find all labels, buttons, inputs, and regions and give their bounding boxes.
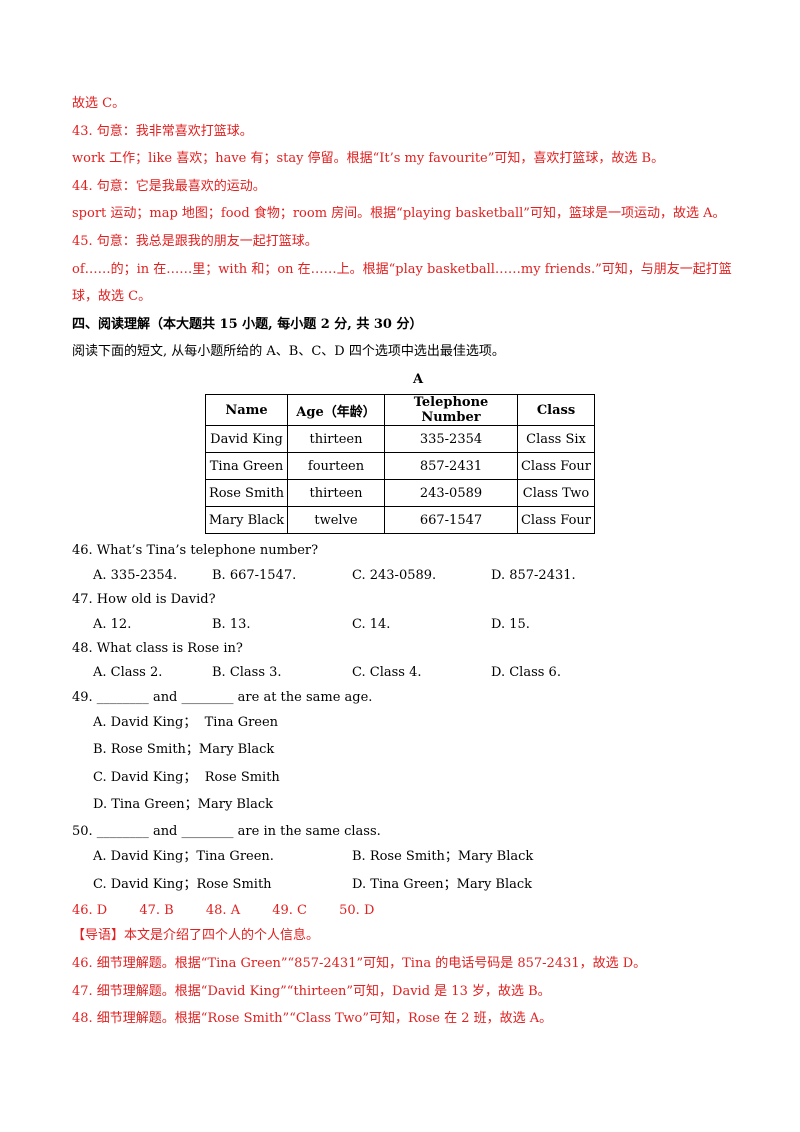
q49-stem: 49. ________ and ________ are at the sam… <box>72 690 373 705</box>
answer-47: 47. B <box>139 903 174 918</box>
explanation-47: 47. 细节理解题。根据“David King”“thirteen”可知，Dav… <box>72 984 551 999</box>
table-header-row: Name Age（年龄） Telephone Number Class <box>205 394 595 426</box>
q50-option-c[interactable]: C. David King；Rose Smith <box>93 877 272 892</box>
table-row: Tina Green fourteen 857-2431 Class Four <box>205 452 595 480</box>
section-instruction: 阅读下面的短文, 从每小题所给的 A、B、C、D 四个选项中选出最佳选项。 <box>72 344 505 359</box>
q45-explanation: 45. 句意：我总是跟我的朋友一起打篮球。 <box>72 234 318 249</box>
answer-49: 49. C <box>272 903 307 918</box>
q50-option-a[interactable]: A. David King；Tina Green. <box>93 849 274 864</box>
table-row: Rose Smith thirteen 243-0589 Class Two <box>205 479 595 507</box>
cell-name: Rose Smith <box>205 479 288 507</box>
cell-age: fourteen <box>287 452 385 480</box>
guide-text: 【导语】本文是介绍了四个人的个人信息。 <box>72 928 320 943</box>
q48-option-b[interactable]: B. Class 3. <box>212 665 282 680</box>
section-title: 四、阅读理解（本大题共 15 小题, 每小题 2 分, 共 30 分） <box>72 317 423 332</box>
table-row: David King thirteen 335-2354 Class Six <box>205 425 595 453</box>
q47-option-b[interactable]: B. 13. <box>212 617 251 632</box>
q48-option-c[interactable]: C. Class 4. <box>352 665 422 680</box>
q46-option-a[interactable]: A. 335-2354. <box>93 568 178 583</box>
cell-telephone: 667-1547 <box>384 506 518 534</box>
q45-detail-2: 球，故选 C。 <box>72 289 152 304</box>
answer-48: 48. A <box>205 903 241 918</box>
q46-option-c[interactable]: C. 243-0589. <box>352 568 437 583</box>
q49-option-a[interactable]: A. David King； Tina Green <box>93 715 279 730</box>
explanation-48: 48. 细节理解题。根据“Rose Smith”“Class Two”可知，Ro… <box>72 1011 553 1026</box>
q49-option-d[interactable]: D. Tina Green；Mary Black <box>93 797 274 812</box>
table-row: Mary Black twelve 667-1547 Class Four <box>205 506 595 534</box>
header-name: Name <box>205 394 288 426</box>
q48-option-a[interactable]: A. Class 2. <box>93 665 163 680</box>
header-class: Class <box>517 394 595 426</box>
q43-explanation: 43. 句意：我非常喜欢打篮球。 <box>72 124 253 139</box>
q48-stem: 48. What class is Rose in? <box>72 641 243 656</box>
q46-option-d[interactable]: D. 857-2431. <box>491 568 576 583</box>
answer-46: 46. D <box>72 903 108 918</box>
q44-explanation: 44. 句意：它是我最喜欢的运动。 <box>72 179 266 194</box>
cell-telephone: 335-2354 <box>384 425 518 453</box>
cell-class: Class Six <box>517 425 595 453</box>
cell-telephone: 857-2431 <box>384 452 518 480</box>
cell-age: thirteen <box>287 425 385 453</box>
answer-50: 50. D <box>339 903 375 918</box>
q47-option-a[interactable]: A. 12. <box>93 617 132 632</box>
q49-option-c[interactable]: C. David King； Rose Smith <box>93 770 280 785</box>
q45-detail-1: of……的；in 在……里；with 和；on 在……上。根据“play bas… <box>72 262 732 277</box>
q44-detail: sport 运动；map 地图；food 食物；room 房间。根据“playi… <box>72 206 726 221</box>
q50-option-d[interactable]: D. Tina Green；Mary Black <box>352 877 533 892</box>
header-age: Age（年龄） <box>287 394 385 426</box>
answer-key: 46. D 47. B 48. A 49. C 50. D <box>72 903 374 919</box>
q47-stem: 47. How old is David? <box>72 592 216 607</box>
cell-class: Class Four <box>517 452 595 480</box>
q50-stem: 50. ________ and ________ are in the sam… <box>72 824 381 839</box>
cell-class: Class Two <box>517 479 595 507</box>
q48-option-d[interactable]: D. Class 6. <box>491 665 561 680</box>
cell-class: Class Four <box>517 506 595 534</box>
q49-option-b[interactable]: B. Rose Smith；Mary Black <box>93 742 275 757</box>
q46-option-b[interactable]: B. 667-1547. <box>212 568 297 583</box>
passage-label: A <box>413 372 424 387</box>
q43-detail: work 工作；like 喜欢；have 有；stay 停留。根据“It’s m… <box>72 151 665 166</box>
explanation-46: 46. 细节理解题。根据“Tina Green”“857-2431”可知，Tin… <box>72 956 647 971</box>
header-telephone: Telephone Number <box>384 394 518 426</box>
q47-option-d[interactable]: D. 15. <box>491 617 530 632</box>
q46-stem: 46. What’s Tina’s telephone number? <box>72 543 319 558</box>
cell-age: twelve <box>287 506 385 534</box>
info-table: Name Age（年龄） Telephone Number Class Davi… <box>205 394 595 534</box>
q50-option-b[interactable]: B. Rose Smith；Mary Black <box>352 849 534 864</box>
cell-name: Mary Black <box>205 506 288 534</box>
q47-option-c[interactable]: C. 14. <box>352 617 391 632</box>
cell-age: thirteen <box>287 479 385 507</box>
prev-answer: 故选 C。 <box>72 96 126 111</box>
cell-telephone: 243-0589 <box>384 479 518 507</box>
cell-name: Tina Green <box>205 452 288 480</box>
cell-name: David King <box>205 425 288 453</box>
